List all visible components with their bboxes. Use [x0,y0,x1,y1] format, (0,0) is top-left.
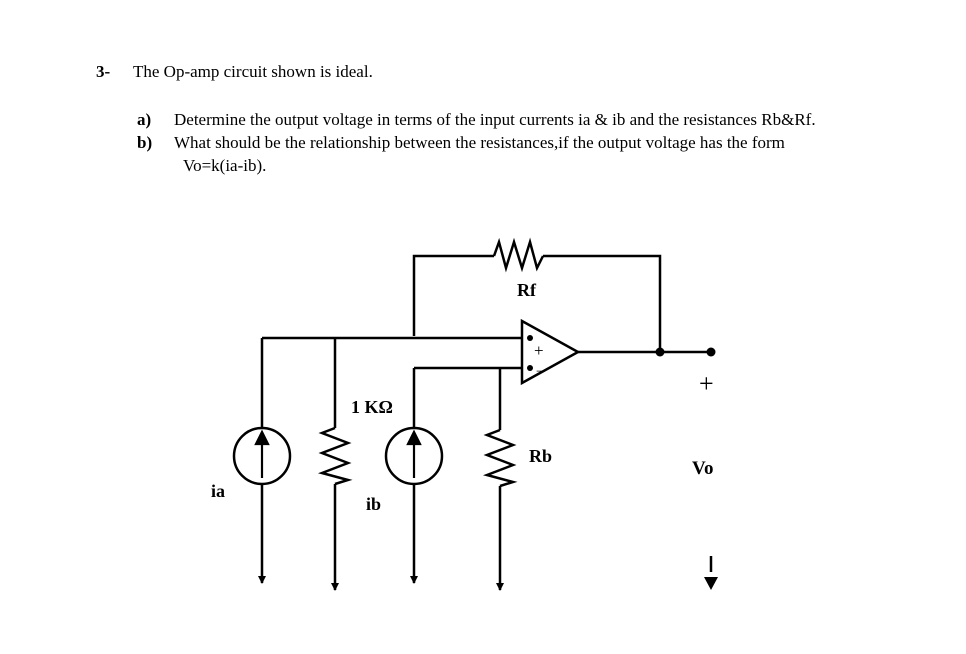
part-a-text: Determine the output voltage in terms of… [174,110,816,129]
opamp-minus-sign: − [536,364,544,380]
part-b-letter: b) [137,133,153,152]
ia-arrow-up-icon [254,429,270,446]
question-number: 3- [96,62,111,81]
ia-label: ia [211,481,225,501]
part-b-text: What should be the relationship between … [174,133,785,152]
rb-resistor [482,428,518,488]
ia-current-source [232,426,292,486]
negative-terminal-icon [704,577,718,590]
rf-label: Rf [517,280,537,300]
rf-resistor [492,237,545,273]
feedback-wire-right [543,254,662,352]
r1-label: 1 KΩ [351,397,393,417]
part-a-letter: a) [137,110,152,129]
output-plus-sign: + [699,369,714,398]
output-terminal-dot [706,347,716,357]
output-junction-dot [655,347,665,357]
op-amp-symbol [520,318,581,386]
output-form-formula: Vo=k(ia-ib). [183,156,267,175]
rb-label: Rb [529,446,552,466]
feedback-wire-left [412,254,494,336]
r1-resistor [317,426,353,486]
question-statement: The Op-amp circuit shown is ideal. [133,62,373,81]
ib-current-source [384,426,444,486]
opamp-plus-sign: + [534,341,544,360]
ib-label: ib [366,494,381,514]
vo-label: Vo [692,458,713,479]
ib-arrow-up-icon [406,429,422,446]
